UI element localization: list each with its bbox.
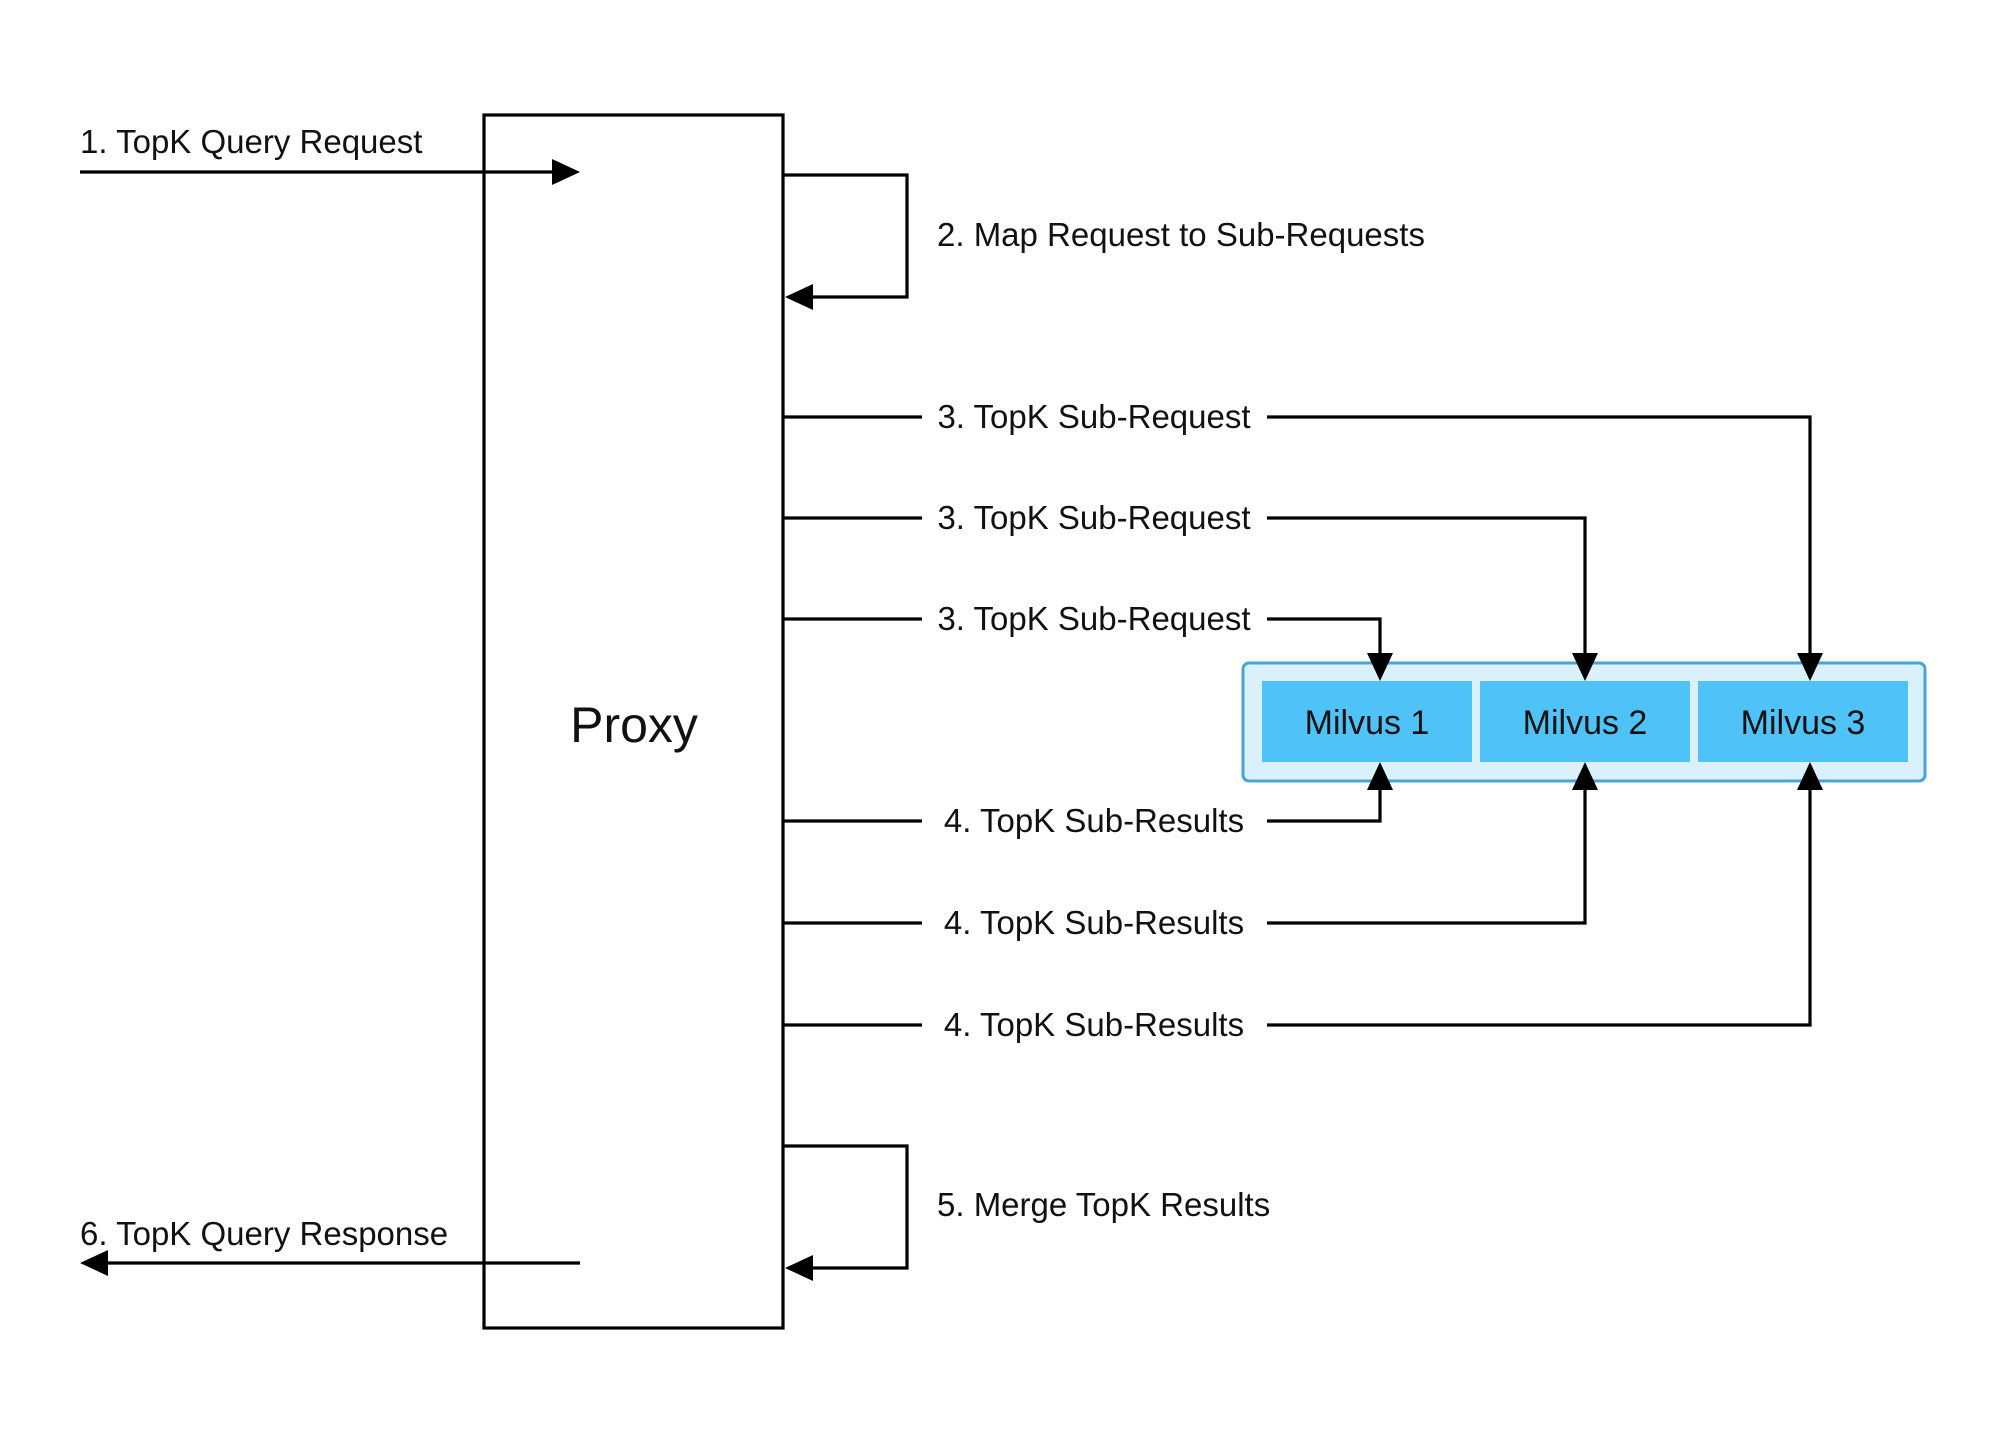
milvus-node-1: Milvus 1 bbox=[1262, 681, 1472, 762]
map-request-label: 2. Map Request to Sub-Requests bbox=[937, 216, 1425, 253]
sub-results-label-milvus-3: 4. TopK Sub-Results bbox=[944, 1006, 1244, 1043]
proxy-box bbox=[482, 113, 785, 1330]
sub-request-label-milvus-3: 3. TopK Sub-Request bbox=[937, 398, 1250, 435]
milvus-node-3: Milvus 3 bbox=[1698, 681, 1908, 762]
sub-results-label-milvus-2: 4. TopK Sub-Results bbox=[944, 904, 1244, 941]
milvus-node-2: Milvus 2 bbox=[1480, 681, 1690, 762]
query-request-arrow bbox=[80, 159, 580, 185]
merge-results-loop-arrow bbox=[783, 1144, 909, 1281]
sub-results-label-milvus-1: 4. TopK Sub-Results bbox=[944, 802, 1244, 839]
proxy-label: Proxy bbox=[570, 697, 698, 753]
query-response-label: 6. TopK Query Response bbox=[80, 1215, 448, 1252]
milvus-node-2-label: Milvus 2 bbox=[1523, 704, 1648, 742]
milvus-node-3-label: Milvus 3 bbox=[1741, 704, 1866, 742]
merge-results-label: 5. Merge TopK Results bbox=[937, 1186, 1270, 1223]
sub-request-arrow-milvus-3 bbox=[783, 415, 1823, 681]
sub-request-label-milvus-2: 3. TopK Sub-Request bbox=[937, 499, 1250, 536]
query-request-label: 1. TopK Query Request bbox=[80, 123, 422, 160]
milvus-node-1-label: Milvus 1 bbox=[1305, 704, 1430, 742]
map-request-loop-arrow bbox=[783, 173, 909, 310]
query-response-arrow bbox=[80, 1250, 580, 1276]
sub-request-label-milvus-1: 3. TopK Sub-Request bbox=[937, 600, 1250, 637]
